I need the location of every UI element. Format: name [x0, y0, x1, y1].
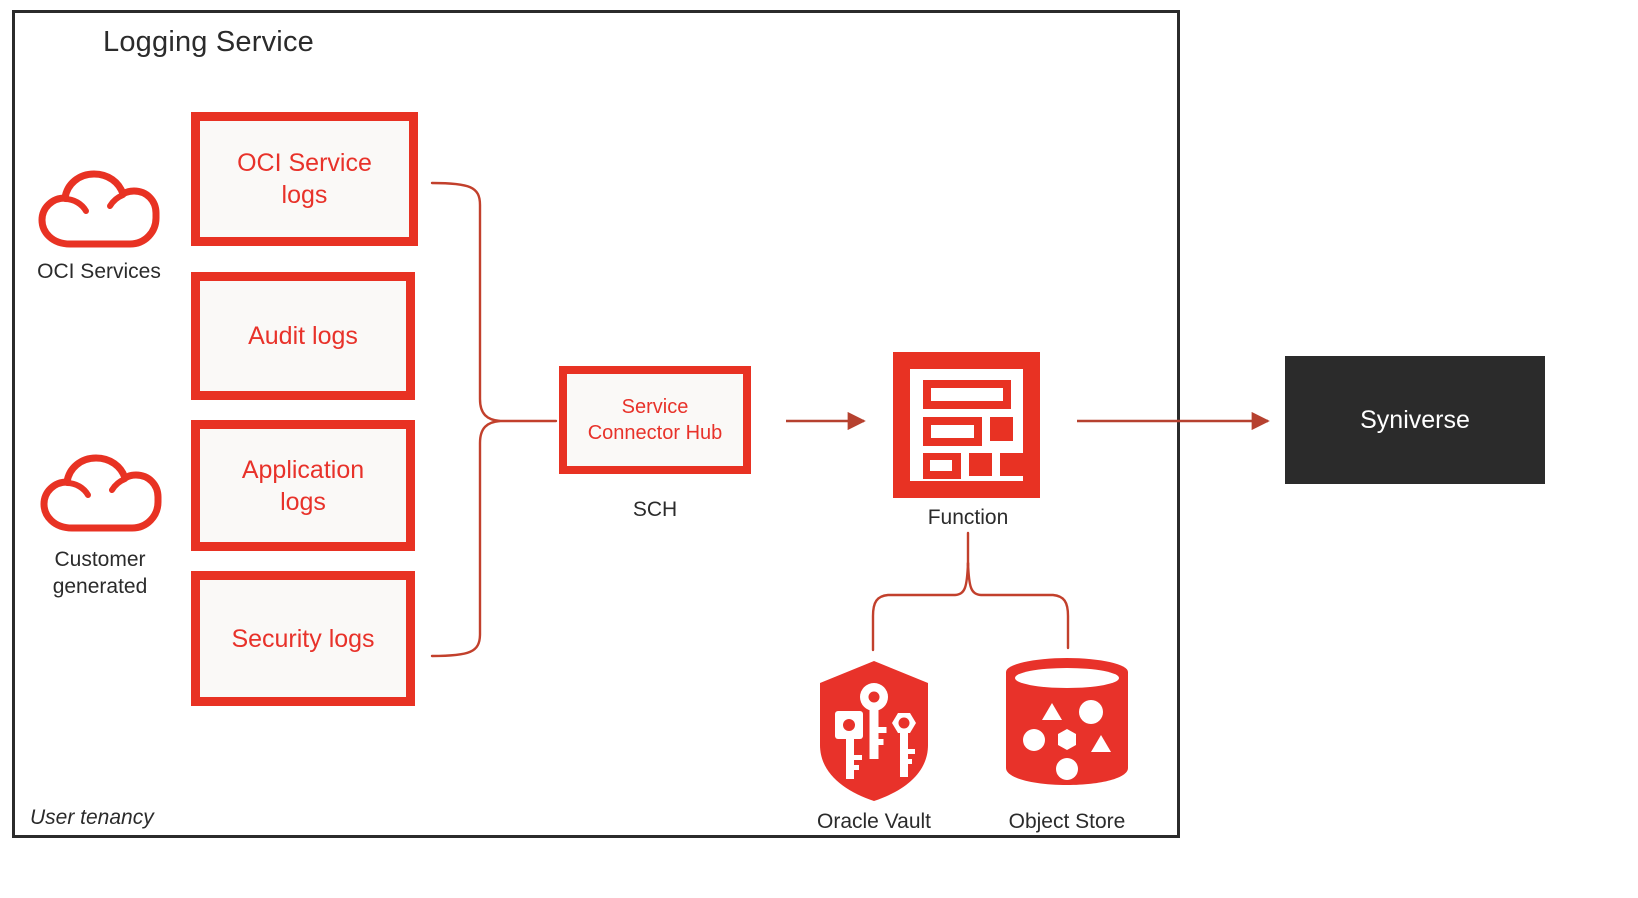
log-box-security-logs[interactable]: Security logs — [191, 571, 415, 706]
sch-line2: Connector Hub — [587, 422, 723, 444]
syniverse-label: Syniverse — [1360, 405, 1470, 434]
cloud-label-oci-services: OCI Services — [37, 260, 161, 283]
log-box-oci-service-logs[interactable]: OCI Service logs — [191, 112, 418, 246]
cloud-label-line2: generated — [52, 575, 148, 599]
log-box-line2: logs — [280, 487, 326, 516]
function-caption: Function — [927, 506, 1009, 529]
user-tenancy-frame — [12, 10, 1180, 838]
syniverse-box[interactable]: Syniverse — [1285, 356, 1545, 484]
shield-keys-icon[interactable] — [818, 659, 930, 803]
log-box-line1: OCI Service — [237, 149, 372, 177]
tenancy-footer-label: User tenancy — [30, 806, 154, 829]
sch-line1: Service — [621, 396, 689, 418]
sch-caption: SCH — [632, 498, 678, 521]
log-box-label: OCI Service logs — [237, 147, 372, 211]
log-box-application-logs[interactable]: Application logs — [191, 420, 415, 551]
cloud-icon-oci-services — [38, 168, 160, 250]
database-cylinder-icon[interactable] — [1003, 656, 1131, 786]
log-box-label: Security logs — [231, 624, 375, 653]
log-box-label: Application logs — [242, 454, 364, 518]
log-box-audit-logs[interactable]: Audit logs — [191, 272, 415, 400]
vault-label: Oracle Vault — [817, 810, 931, 833]
cloud-label-customer-generated: Customer generated — [20, 546, 180, 601]
cloud-label-line1: Customer — [54, 548, 146, 571]
log-box-line1: Application — [241, 455, 365, 484]
cloud-icon-customer-generated — [40, 452, 162, 534]
sch-box-label: Service Connector Hub — [588, 394, 723, 446]
log-box-label: Audit logs — [248, 322, 358, 350]
object-store-label: Object Store — [1008, 810, 1126, 833]
function-icon[interactable] — [893, 352, 1040, 498]
service-connector-hub-box[interactable]: Service Connector Hub — [559, 366, 751, 474]
log-box-line2: logs — [281, 181, 328, 209]
page-title: Logging Service — [103, 26, 314, 58]
